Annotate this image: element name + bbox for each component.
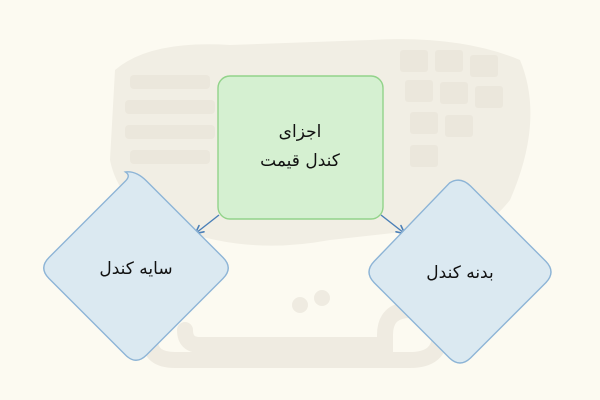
left-child-node: سایه کندل	[43, 171, 229, 361]
connector-root-to-left	[194, 214, 220, 235]
root-label-line1: اجزای	[279, 122, 322, 142]
root-node: اجزای کندل قیمت	[217, 75, 384, 220]
right-child-label: بدنه کندل	[426, 263, 493, 283]
left-child-label: سایه کندل	[99, 259, 172, 279]
root-label-line2: کندل قیمت	[260, 151, 341, 171]
right-child-node: بدنه کندل	[368, 179, 552, 364]
connector-root-to-right	[380, 214, 406, 235]
